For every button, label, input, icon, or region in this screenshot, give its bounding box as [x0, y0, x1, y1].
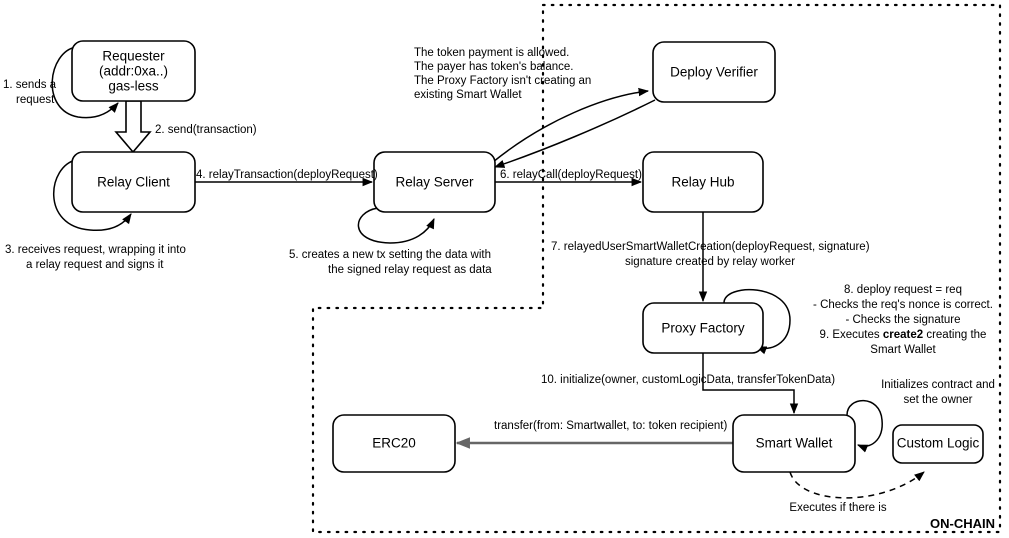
edge-label-step2: 2. send(transaction): [155, 124, 257, 136]
edge-label-step5-line1: 5. creates a new tx setting the data wit…: [289, 249, 491, 261]
node-proxy-factory-label: Proxy Factory: [661, 321, 745, 336]
edge-label-step1-line1: 1. sends a: [3, 79, 57, 91]
node-requester-line2: (addr:0xa..): [99, 64, 168, 79]
edge-label-step4: 4. relayTransaction(deployRequest): [196, 169, 378, 181]
edge-label-step9-post: creating the: [923, 329, 986, 341]
node-relay-client-label: Relay Client: [97, 175, 170, 190]
edge-label-step6: 6. relayCall(deployRequest): [500, 169, 642, 181]
edge-label-step7-line2: signature created by relay worker: [625, 256, 795, 268]
edge-step5-self-loop: [357, 207, 435, 244]
edge-verifier-to-relay-server: [494, 99, 656, 168]
edge-step2-block-arrow: [114, 100, 152, 154]
node-deploy-verifier-label: Deploy Verifier: [670, 65, 758, 80]
edge-label-executes: Executes if there is: [789, 502, 886, 514]
note-verifier-line2: The payer has token's balance.: [414, 61, 573, 73]
node-smart-wallet[interactable]: Smart Wallet: [732, 414, 856, 473]
edge-label-step10: 10. initialize(owner, customLogicData, t…: [541, 374, 835, 386]
note-verifier-line4: existing Smart Wallet: [414, 89, 522, 101]
node-relay-hub-label: Relay Hub: [671, 175, 734, 190]
note-initialize-line2: set the owner: [903, 394, 972, 406]
node-relay-hub[interactable]: Relay Hub: [642, 151, 764, 213]
edge-label-step7-line1: 7. relayedUserSmartWalletCreation(deploy…: [551, 241, 870, 253]
node-relay-client[interactable]: Relay Client: [71, 151, 196, 213]
edge-label-transfer: transfer(from: Smartwallet, to: token re…: [494, 420, 727, 432]
node-relay-server-label: Relay Server: [395, 175, 474, 190]
edge-label-step5-line2: the signed relay request as data: [328, 264, 492, 276]
node-smart-wallet-label: Smart Wallet: [756, 436, 833, 451]
edge-relay-server-to-verifier: [492, 87, 650, 163]
edge-step1-self-loop: [51, 46, 119, 119]
node-erc20-label: ERC20: [372, 436, 416, 451]
node-requester-line1: Requester: [102, 49, 165, 64]
node-requester-line3: gas-less: [108, 79, 159, 94]
on-chain-zone-label: ON-CHAIN: [930, 516, 995, 531]
edge-step3-self-loop: [53, 159, 132, 232]
node-requester[interactable]: Requester (addr:0xa..) gas-less: [71, 40, 196, 102]
edge-label-step8-line2: - Checks the req's nonce is correct.: [813, 299, 993, 311]
node-custom-logic-label: Custom Logic: [897, 436, 980, 451]
edge-smart-wallet-self-loop: [846, 399, 883, 453]
edge-label-step8-line3: - Checks the signature: [845, 314, 960, 326]
node-erc20[interactable]: ERC20: [332, 414, 456, 473]
node-relay-server[interactable]: Relay Server: [373, 151, 496, 213]
edge-executes-dashed: [789, 471, 925, 499]
edge-label-step9-pre: 9. Executes: [820, 329, 883, 341]
node-deploy-verifier[interactable]: Deploy Verifier: [652, 41, 776, 103]
node-custom-logic[interactable]: Custom Logic: [892, 424, 984, 464]
edge-label-step9-line4: 9. Executes create2 creating the: [820, 329, 987, 341]
note-initialize-line1: Initializes contract and: [881, 379, 995, 391]
edge-step8-9-self-loop: [723, 288, 791, 355]
note-verifier-line1: The token payment is allowed.: [414, 47, 569, 59]
edge-step10-path: [702, 353, 799, 415]
edge-label-step3-line2: a relay request and signs it: [26, 259, 164, 271]
on-chain-zone-border: [311, 3, 1002, 534]
edge-label-step8-line1: 8. deploy request = req: [844, 284, 962, 296]
edge-label-step3-line1: 3. receives request, wrapping it into: [5, 244, 186, 256]
node-proxy-factory[interactable]: Proxy Factory: [642, 302, 764, 354]
edge-label-step1-line2: request: [16, 94, 55, 106]
edge-label-step9-line5: Smart Wallet: [870, 344, 936, 356]
edge-label-step9-create2: create2: [883, 329, 923, 341]
note-verifier-line3: The Proxy Factory isn't creating an: [414, 75, 591, 87]
